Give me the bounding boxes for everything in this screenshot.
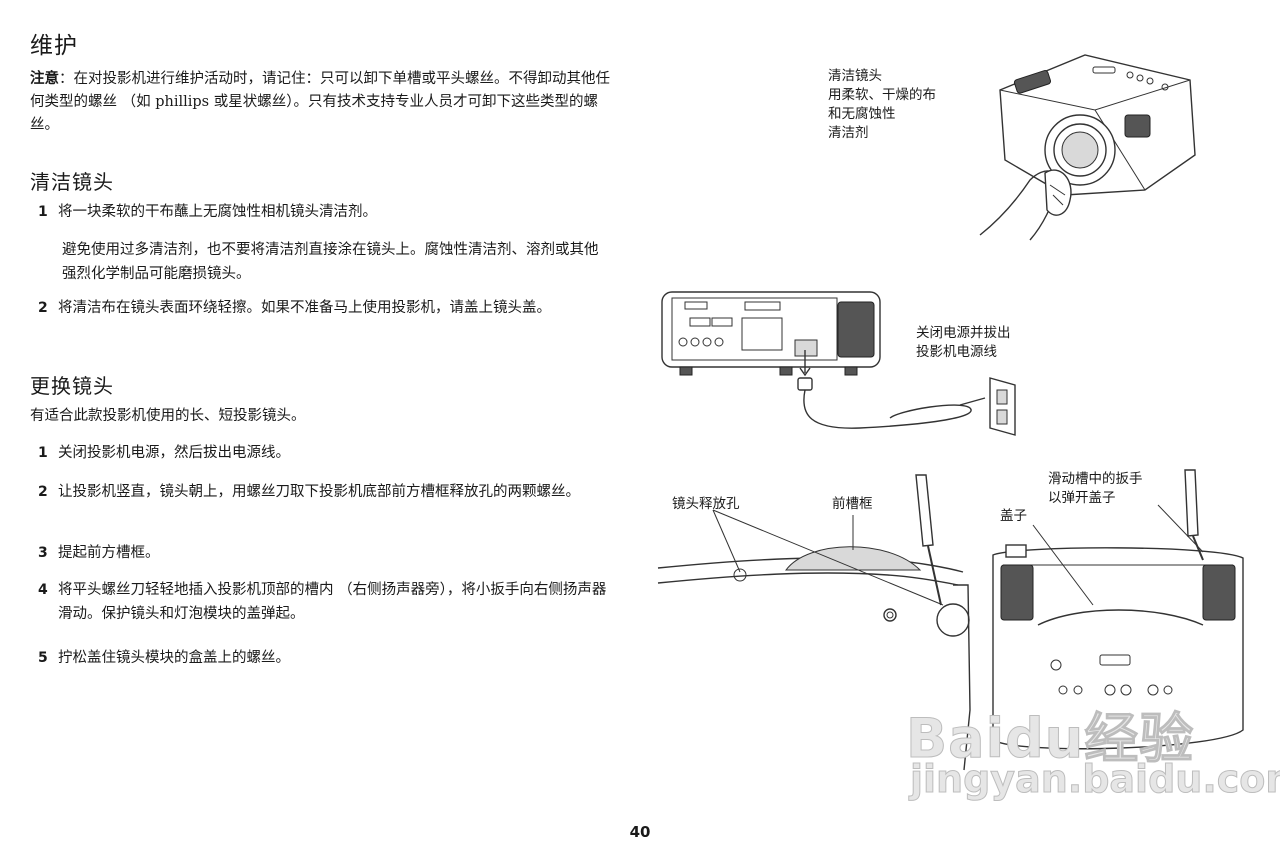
fig1-caption-line: 和无腐蚀性 [828,106,896,122]
projector-lens-cleaning-illustration [979,54,1196,241]
step-text: 拧松盖住镜头模块的盒盖上的螺丝。 [58,650,290,666]
replacing-heading: 更换镜头 [30,374,114,398]
step-text: 将清洁布在镜头表面环绕轻擦。如果不准备马上使用投影机，请盖上镜头盖。 [58,300,551,316]
label-lens-release-holes: 镜头释放孔 [672,496,740,512]
baidu-jingyan-watermark-logo: Baidu经验 [905,707,1195,771]
replacing-step-3: 3 提起前方槽框。 [38,541,613,565]
fig1-caption-line: 清洁剂 [828,125,869,141]
cleaning-caution-note: 避免使用过多清洁剂，也不要将清洁剂直接涂在镜头上。腐蚀性清洁剂、溶剂或其他强烈化… [62,242,599,282]
step-number: 1 [38,445,48,461]
replacing-step-4: 4 将平头螺丝刀轻轻地插入投影机顶部的槽内 （右侧扬声器旁），将小扳手向右侧扬声… [38,578,613,626]
fig1-caption-line: 清洁镜头 [828,68,882,84]
page-number: 40 [629,823,651,841]
replacing-step-5: 5 拧松盖住镜头模块的盒盖上的螺丝。 [38,646,613,670]
step-text: 将一块柔软的干布蘸上无腐蚀性相机镜头清洁剂。 [58,204,377,220]
page-title: 维护 [30,33,78,59]
replacing-intro: 有适合此款投影机使用的长、短投影镜头。 [30,408,306,424]
step-number: 4 [38,582,48,598]
label-cover: 盖子 [1000,508,1027,524]
label-front-frame: 前槽框 [832,496,873,512]
replacing-step-1: 1 关闭投影机电源，然后拔出电源线。 [38,441,613,465]
step-text: 让投影机竖直，镜头朝上，用螺丝刀取下投影机底部前方槽框释放孔的两颗螺丝。 [58,484,580,500]
step-text: 将平头螺丝刀轻轻地插入投影机顶部的槽内 （右侧扬声器旁），将小扳手向右侧扬声器滑… [58,582,607,622]
fig1-caption-line: 用柔软、干燥的布 [828,87,936,103]
label-slider-wrench: 滑动槽中的扳手 以弹开盖子 [1048,470,1143,508]
replacing-step-2: 2 让投影机竖直，镜头朝上，用螺丝刀取下投影机底部前方槽框释放孔的两颗螺丝。 [38,480,613,504]
baidu-jingyan-watermark-url: jingyan.baidu.com [910,757,1280,802]
cleaning-step-1: 1 将一块柔软的干布蘸上无腐蚀性相机镜头清洁剂。 [38,200,613,224]
lens-replacement-illustration [657,469,1244,771]
maintenance-note: 注意：在对投影机进行维护活动时，请记住：只可以卸下单槽或平头螺丝。不得卸动其他任… [30,67,615,137]
label-slider-line: 滑动槽中的扳手 [1048,471,1143,487]
label-slider-line: 以弹开盖子 [1048,490,1116,506]
cleaning-heading: 清洁镜头 [30,170,114,194]
step-number: 2 [38,300,48,316]
cleaning-step-2: 2 将清洁布在镜头表面环绕轻擦。如果不准备马上使用投影机，请盖上镜头盖。 [38,296,613,320]
projector-unplug-illustration [661,291,1016,436]
step-number: 3 [38,545,48,561]
step-text: 提起前方槽框。 [58,545,160,561]
step-text: 关闭投影机电源，然后拔出电源线。 [58,445,290,461]
note-label: 注意 [30,70,59,87]
step-number: 2 [38,484,48,500]
fig1-caption: 清洁镜头 用柔软、干燥的布 和无腐蚀性 清洁剂 [828,67,936,143]
fig2-caption-line: 关闭电源并拔出 [916,325,1011,341]
step-number: 5 [38,650,48,666]
step-number: 1 [38,204,48,220]
fig2-caption: 关闭电源并拔出 投影机电源线 [916,324,1011,362]
fig2-caption-line: 投影机电源线 [916,344,997,360]
note-text: ：在对投影机进行维护活动时，请记住：只可以卸下单槽或平头螺丝。不得卸动其他任何类… [30,71,610,133]
